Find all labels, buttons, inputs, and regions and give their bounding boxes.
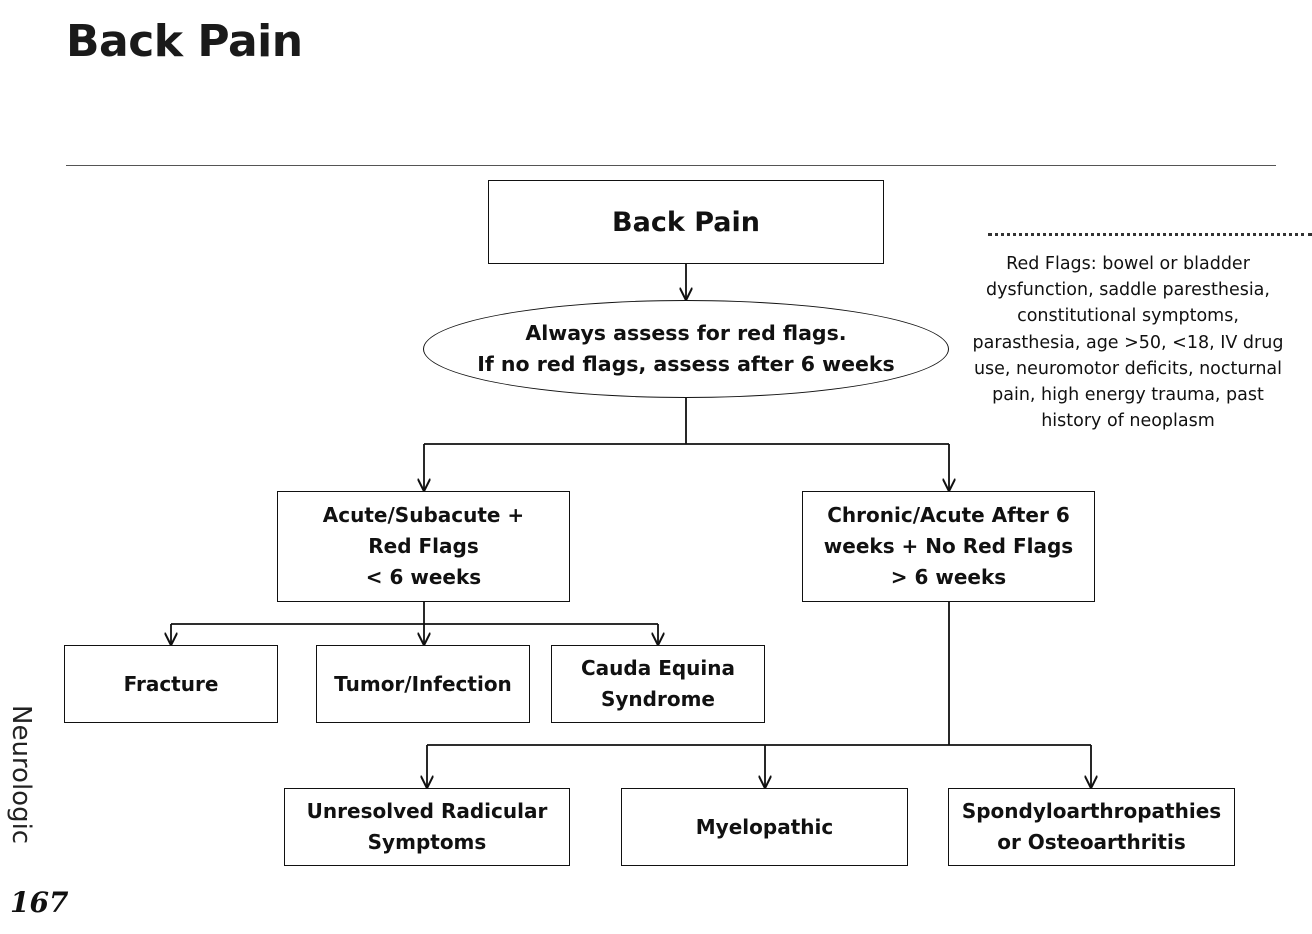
myelopathic-node: Myelopathic: [621, 788, 908, 866]
myelopathic-node-label: Myelopathic: [695, 814, 834, 839]
red-flags-note: Red Flags: bowel or bladder dysfunction,…: [972, 254, 1284, 432]
fracture-node-label: Fracture: [123, 671, 219, 696]
cauda-equina-node: Cauda Equina Syndrome: [551, 645, 765, 723]
tumor-infection-node: Tumor/Infection: [316, 645, 530, 723]
fracture-node: Fracture: [64, 645, 278, 723]
page-title: Back Pain: [66, 16, 303, 67]
assess-red-flags-node: Always assess for red flags. If no red f…: [423, 300, 949, 398]
root-node: Back Pain: [488, 180, 884, 264]
spondylo-node: Spondyloarthropathies or Osteoarthritis: [948, 788, 1235, 866]
acute-node: Acute/Subacute + Red Flags < 6 weeks: [277, 491, 570, 602]
cauda-node-label: Cauda Equina Syndrome: [581, 656, 735, 711]
chronic-node: Chronic/Acute After 6 weeks + No Red Fla…: [802, 491, 1095, 602]
acute-node-label: Acute/Subacute + Red Flags < 6 weeks: [322, 503, 525, 589]
root-node-label: Back Pain: [612, 206, 760, 238]
page-number: 167: [10, 886, 69, 919]
header-divider: [66, 165, 1276, 166]
chronic-node-label: Chronic/Acute After 6 weeks + No Red Fla…: [823, 503, 1074, 589]
spondylo-node-label: Spondyloarthropathies or Osteoarthritis: [961, 799, 1222, 854]
tumor-node-label: Tumor/Infection: [334, 671, 512, 696]
red-flags-dotted-rule: [988, 233, 1312, 236]
radicular-node-label: Unresolved Radicular Symptoms: [306, 799, 548, 854]
radicular-node: Unresolved Radicular Symptoms: [284, 788, 570, 866]
section-label: Neurologic: [6, 705, 36, 845]
assess-node-label: Always assess for red flags. If no red f…: [477, 321, 895, 376]
